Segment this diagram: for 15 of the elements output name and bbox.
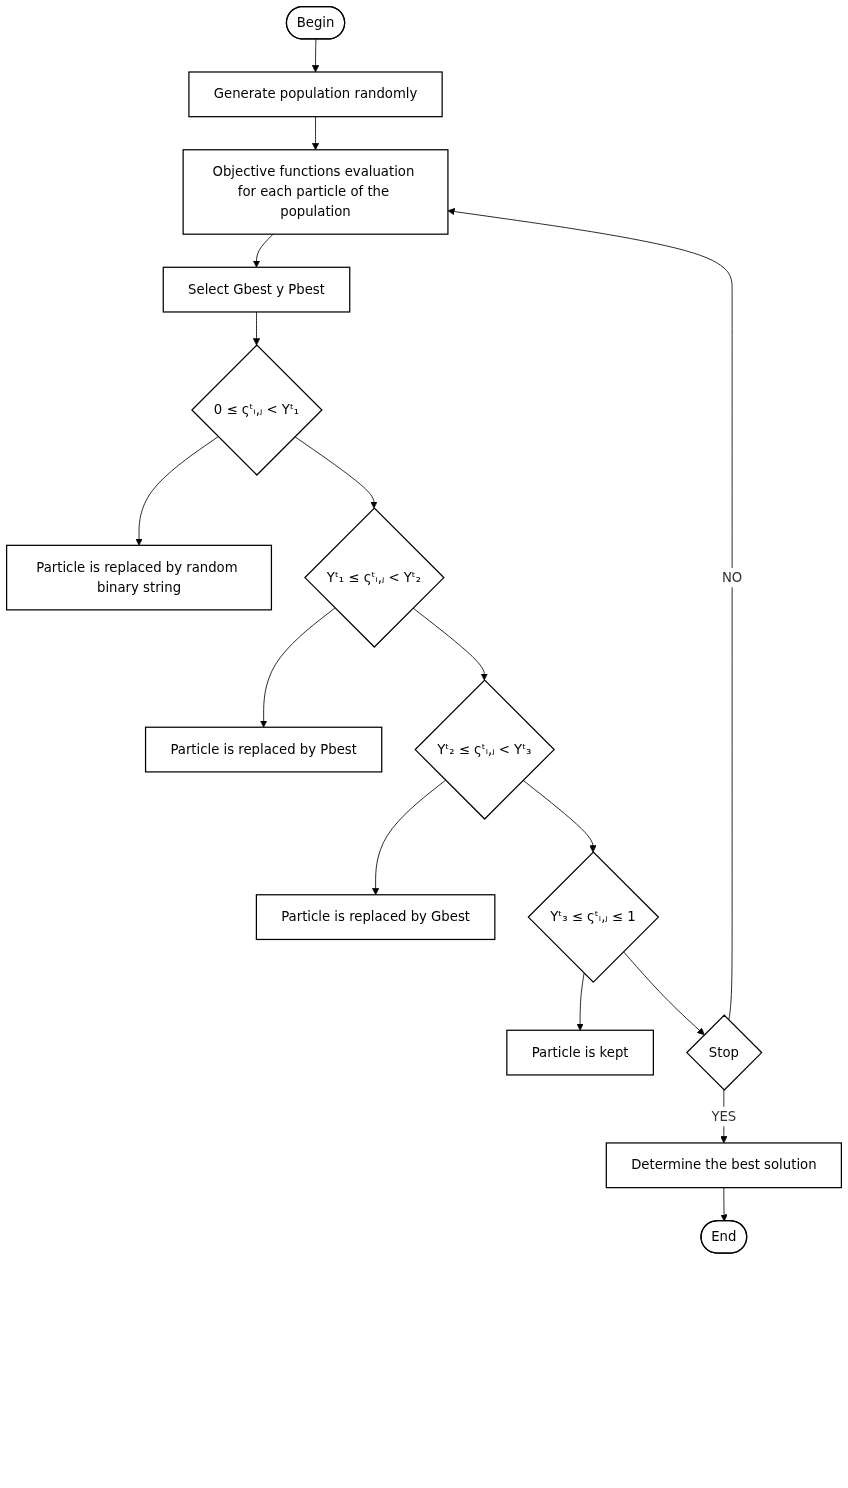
node-box: Generate population randomly xyxy=(188,71,443,118)
node-box: Select Gbest y Pbest xyxy=(162,266,351,313)
edge-label: NO xyxy=(721,569,743,586)
node-box: Particle is replaced by Gbest xyxy=(255,894,496,941)
node-box: Particle is kept xyxy=(506,1029,654,1076)
node-box: Determine the best solution xyxy=(605,1142,842,1189)
node-diamond: Yᵗ₁ ≤ ςᵗᵢ,ⱼ < Yᵗ₂ xyxy=(304,507,445,648)
edge-label: YES xyxy=(711,1108,737,1124)
node-diamond: Yᵗ₂ ≤ ςᵗᵢ,ⱼ < Yᵗ₃ xyxy=(414,679,555,820)
node-diamond: 0 ≤ ςᵗᵢ,ⱼ < Yᵗ₁ xyxy=(191,344,323,476)
node-diamond: Yᵗ₃ ≤ ςᵗᵢ,ⱼ ≤ 1 xyxy=(527,851,660,983)
node-box: Particle is replaced by Pbest xyxy=(144,726,383,773)
node-diamond: Stop xyxy=(686,1014,763,1091)
node-box: Objective functions evaluation for each particle of the population xyxy=(182,149,449,235)
node-box: Particle is replaced by random binary string xyxy=(6,544,273,611)
